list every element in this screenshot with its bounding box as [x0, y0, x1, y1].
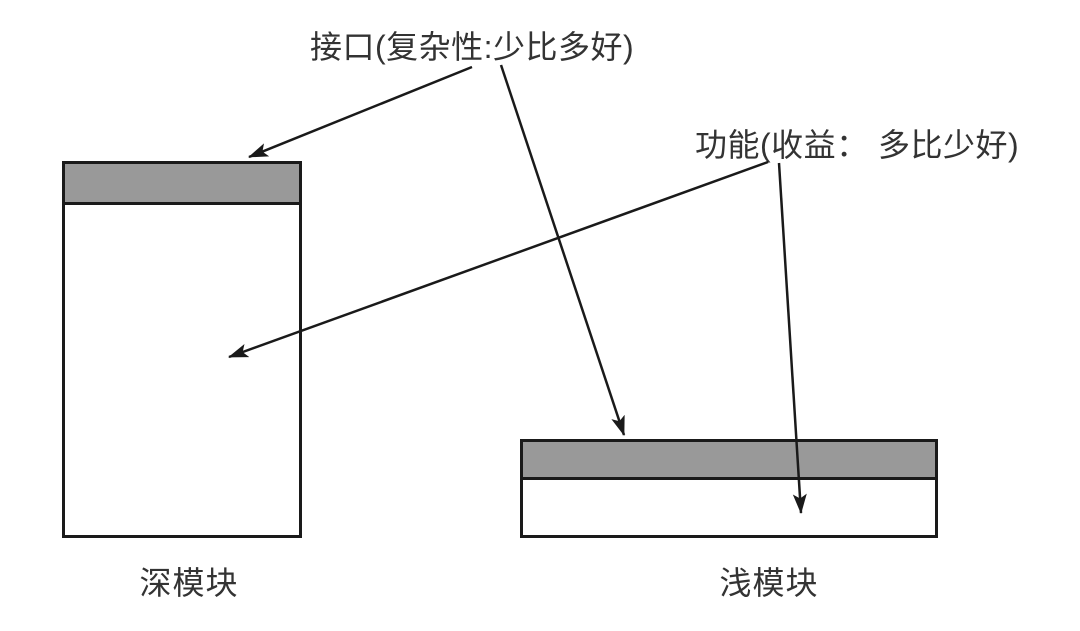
shallow-module-caption: 浅模块 [719, 565, 819, 601]
arrow-functionality-to-deep-module [228, 160, 769, 359]
deep-module-caption: 深模块 [139, 565, 239, 601]
deep-module-interface-band [65, 164, 299, 205]
deep-module-rect [62, 161, 302, 538]
arrow-interface-to-deep-module [248, 65, 473, 159]
interface-annotation-label: 接口(复杂性:少比多好) [310, 29, 635, 65]
shallow-module-interface-band [523, 442, 935, 480]
shallow-module-rect [520, 439, 938, 538]
arrow-interface-to-shallow-module [499, 64, 626, 436]
functionality-annotation-label: 功能(收益： 多比少好) [695, 127, 1020, 163]
